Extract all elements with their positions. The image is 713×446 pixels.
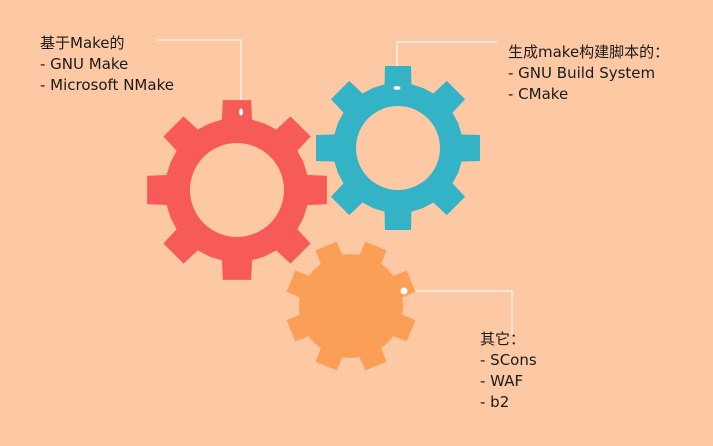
make-generator-heading: 生成make构建脚本的： xyxy=(508,43,670,61)
tool-item-nmake: - Microsoft NMake xyxy=(40,76,174,94)
connector-dot-other xyxy=(400,287,408,295)
tool-item-b2: - b2 xyxy=(480,393,510,411)
make-based-tools-label: 基于Make的 - GNU Make - Microsoft NMake xyxy=(40,33,174,96)
other-tools-label: 其它： - SCons - WAF - b2 xyxy=(480,329,537,413)
other-heading: 其它： xyxy=(480,330,526,348)
make-based-heading: 基于Make的 xyxy=(40,34,125,52)
tool-item-cmake: - CMake xyxy=(508,85,569,103)
gear-red-icon xyxy=(147,100,327,280)
connector-line-meta xyxy=(396,41,497,88)
gear-orange-icon xyxy=(286,241,416,371)
tool-item-gnu-make: - GNU Make xyxy=(40,55,129,73)
connector-line-other xyxy=(404,290,513,335)
tool-item-waf: - WAF xyxy=(480,372,524,390)
gear-teal-icon xyxy=(316,66,480,230)
connector-dot-make xyxy=(239,108,243,116)
make-generator-tools-label: 生成make构建脚本的： - GNU Build System - CMake xyxy=(508,42,669,105)
tool-item-scons: - SCons xyxy=(480,351,537,369)
tool-item-gnu-build-system: - GNU Build System xyxy=(508,64,656,82)
connector-line-make xyxy=(157,39,242,112)
connector-dot-meta xyxy=(393,86,401,90)
